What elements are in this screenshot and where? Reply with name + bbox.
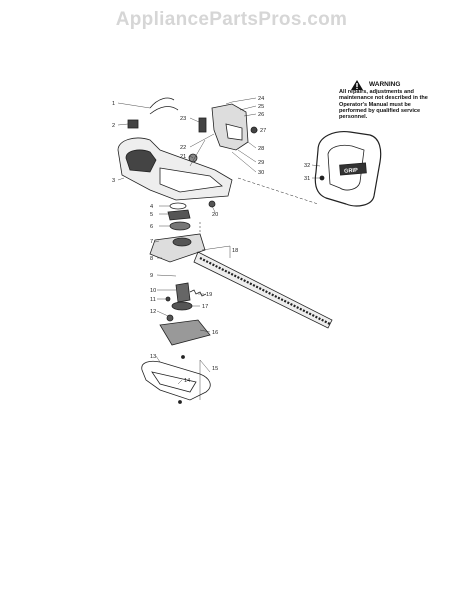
part-number-1: 1 xyxy=(112,101,115,107)
part-19-spring xyxy=(189,289,207,297)
part-number-6: 6 xyxy=(150,224,153,230)
part-12-nut xyxy=(166,314,174,322)
part-5-bracket xyxy=(167,209,191,221)
part-number-3: 3 xyxy=(112,178,115,184)
part-number-7: 7 xyxy=(150,239,153,245)
part-20-spacer xyxy=(208,200,216,208)
part-number-9: 9 xyxy=(150,273,153,279)
part-number-17: 17 xyxy=(202,304,208,310)
part-number-5: 5 xyxy=(150,212,153,218)
part-number-11: 11 xyxy=(150,297,156,303)
part-18-blade xyxy=(193,251,333,329)
part-number-4: 4 xyxy=(150,204,153,210)
part-2-switch xyxy=(127,119,139,129)
part-31-screw xyxy=(319,175,325,181)
part-number-2: 2 xyxy=(112,123,115,129)
grip-text: GRIP xyxy=(344,168,358,175)
warning-icon xyxy=(351,80,363,90)
part-number-12: 12 xyxy=(150,309,156,315)
part-number-31: 31 xyxy=(304,176,310,182)
part-number-8: 8 xyxy=(150,256,153,262)
part-number-15: 15 xyxy=(212,366,218,372)
part-number-13: 13 xyxy=(150,354,156,360)
part-11-screw xyxy=(165,296,171,302)
part-16-cover xyxy=(159,319,211,346)
part-number-14: 14 xyxy=(184,378,190,384)
part-6-gear xyxy=(169,221,191,231)
part-number-23: 23 xyxy=(180,116,186,122)
part-17-gear xyxy=(171,301,193,311)
part-number-28: 28 xyxy=(258,146,264,152)
warning-title: WARNING xyxy=(369,81,401,88)
part-number-26: 26 xyxy=(258,112,264,118)
part-10-drive xyxy=(175,282,191,303)
part-number-30: 30 xyxy=(258,170,264,176)
part-number-27: 27 xyxy=(260,128,266,134)
site-title: AppliancePartsPros.com xyxy=(115,9,348,30)
part-number-29: 29 xyxy=(258,160,264,166)
part-number-18: 18 xyxy=(232,248,238,254)
part-number-19: 19 xyxy=(206,292,212,298)
warning-box: WARNING All repairs, adjustments and mai… xyxy=(339,80,439,120)
part-number-24: 24 xyxy=(258,96,264,102)
part-4-washer xyxy=(169,202,187,210)
warning-text: All repairs, adjustments and maintenance… xyxy=(339,89,428,121)
part-number-22: 22 xyxy=(180,145,186,151)
part-number-16: 16 xyxy=(212,330,218,336)
part-1-cable xyxy=(149,97,179,115)
part-23-screw xyxy=(198,117,207,133)
part-number-21: 21 xyxy=(180,154,186,160)
part-number-25: 25 xyxy=(258,104,264,110)
part-number-10: 10 xyxy=(150,288,156,294)
part-number-20: 20 xyxy=(212,212,218,218)
part-number-32: 32 xyxy=(304,163,310,169)
part-7-gearbox xyxy=(149,233,206,263)
